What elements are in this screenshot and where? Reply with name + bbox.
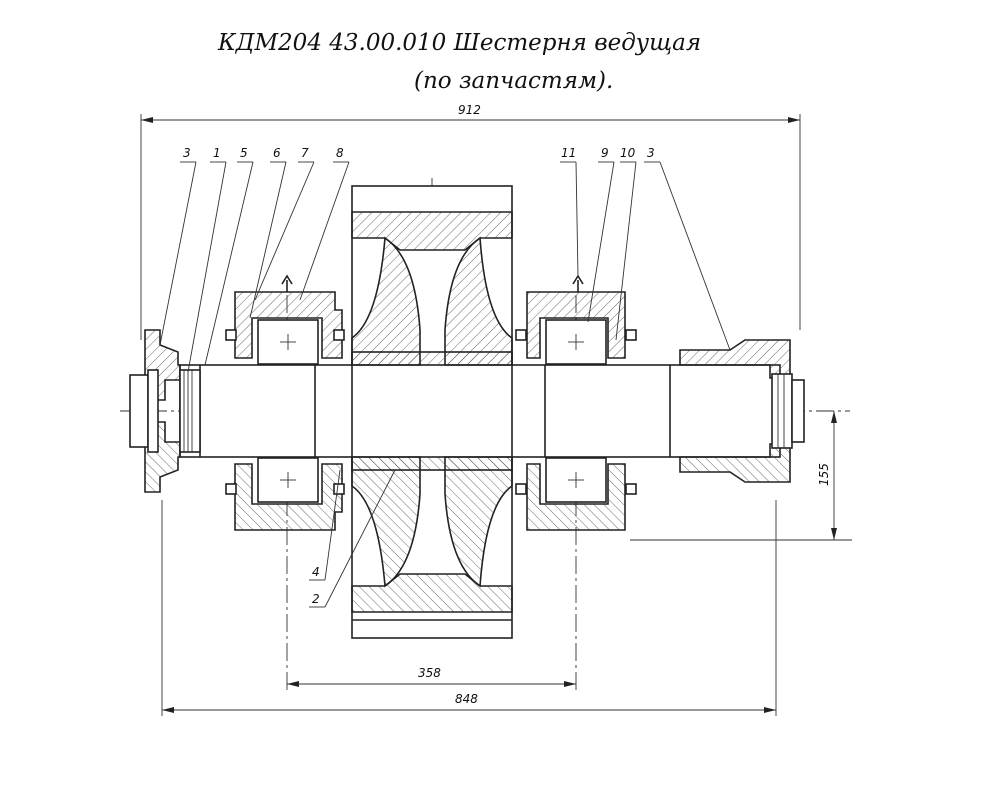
callout-labels: 3 1 5 6 7 8 11 9 10 3 4 2 [183, 146, 655, 606]
dimension-155: 155 [630, 411, 852, 541]
callout-9: 9 [601, 146, 609, 160]
drawing-subtitle: (по запчастям). [414, 68, 614, 94]
dimension-358-label: 358 [418, 666, 441, 680]
dimension-848: 848 [161, 500, 777, 716]
right-end-flange [679, 339, 805, 483]
left-bearing-housing [225, 274, 345, 531]
gear-wheel [351, 185, 513, 639]
drawing-title: КДМ204 43.00.010 Шестерня ведущая [218, 30, 702, 56]
left-end-flange [129, 329, 201, 493]
callout-6: 6 [273, 146, 281, 160]
right-bearing-housing [515, 274, 637, 531]
callout-5: 5 [240, 146, 248, 160]
dimension-848-label: 848 [455, 692, 478, 706]
dimension-912: 912 [140, 103, 801, 340]
callout-11: 11 [561, 146, 576, 160]
callout-8: 8 [336, 146, 344, 160]
callout-3-right: 3 [647, 146, 655, 160]
callout-10: 10 [620, 146, 636, 160]
callout-1: 1 [213, 146, 221, 160]
dimension-358: 358 [287, 666, 576, 687]
dimension-912-label: 912 [458, 103, 481, 117]
callout-7: 7 [301, 146, 309, 160]
dimension-155-label: 155 [817, 463, 831, 486]
callout-leaders [159, 161, 731, 608]
callout-3-left: 3 [183, 146, 191, 160]
callout-2: 2 [312, 592, 320, 606]
callout-4: 4 [312, 565, 320, 579]
